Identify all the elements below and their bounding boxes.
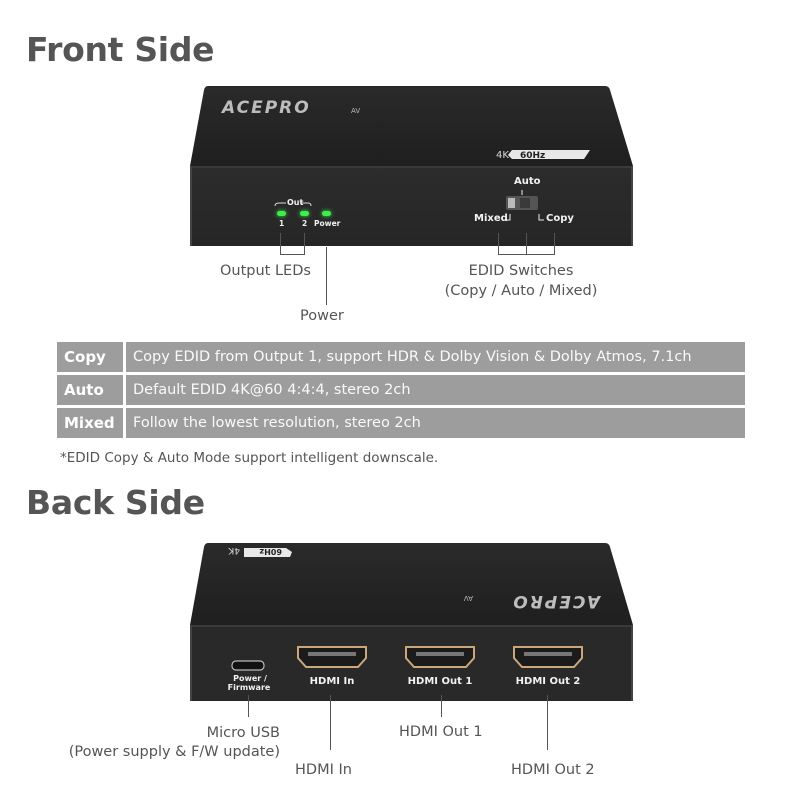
description-cell: Follow the lowest resolution, stereo 2ch <box>126 408 745 438</box>
leader-line-led1 <box>280 233 281 255</box>
led-label-power: Power <box>314 219 341 228</box>
callout-output-leds: Output LEDs <box>220 263 311 279</box>
table-row: Auto Default EDID 4K@60 4:4:4, stereo 2c… <box>57 375 745 405</box>
hdmi-port-shapes <box>297 646 583 668</box>
svg-text:4K: 4K <box>496 150 509 161</box>
leader-line-mixed <box>498 233 499 255</box>
led-label-1: 1 <box>279 219 285 228</box>
edid-mode-table: Copy Copy EDID from Output 1, support HD… <box>57 342 745 441</box>
led-power <box>322 211 331 216</box>
callout-edid-line2: (Copy / Auto / Mixed) <box>444 283 598 299</box>
front-side-heading: Front Side <box>26 30 215 69</box>
svg-text:ACEPRO: ACEPRO <box>511 591 602 611</box>
leader-line-hdmi-in <box>330 695 331 750</box>
port-label-usb-line2: Firmware <box>227 683 271 692</box>
switch-label-copy: Copy <box>546 213 574 224</box>
svg-text:4K: 4K <box>227 545 240 555</box>
leader-line-power <box>326 247 327 305</box>
micro-usb-port[interactable] <box>230 659 266 672</box>
port-label-hdmi-out1: HDMI Out 1 <box>407 676 473 687</box>
back-device-body: 4K 60Hz ACEPRO AV <box>190 543 633 701</box>
callout-edid-line1: EDID Switches <box>468 263 574 279</box>
svg-text:AV: AV <box>464 594 473 602</box>
edid-switch[interactable] <box>505 194 540 212</box>
svg-text:60Hz: 60Hz <box>259 547 282 556</box>
description-cell: Default EDID 4K@60 4:4:4, stereo 2ch <box>126 375 745 405</box>
switch-label-mixed: Mixed <box>474 213 508 224</box>
front-device: ACEPRO AV 4K 60Hz Out 1 2 Power Auto Mix… <box>0 0 800 260</box>
port-label-hdmi-out2: HDMI Out 2 <box>515 676 581 687</box>
hdmi-out1-port[interactable] <box>405 646 475 668</box>
led-output-2 <box>300 211 309 216</box>
leader-line-hdmi-out1 <box>441 695 442 717</box>
out-group-label: Out <box>287 198 304 207</box>
leader-line-usb <box>248 695 249 717</box>
mode-cell: Auto <box>57 375 123 405</box>
description-cell: Copy EDID from Output 1, support HDR & D… <box>126 342 745 372</box>
hdmi-out2-port[interactable] <box>513 646 583 668</box>
callout-micro-usb-line1: Micro USB <box>206 725 280 741</box>
callout-power: Power <box>300 308 344 324</box>
table-row: Copy Copy EDID from Output 1, support HD… <box>57 342 745 372</box>
leader-line-hdmi-out2 <box>547 695 548 750</box>
leader-bracket-edid <box>498 254 555 255</box>
port-label-usb-line1: Power / <box>233 674 267 683</box>
callout-hdmi-out1: HDMI Out 1 <box>399 724 483 740</box>
mode-cell: Mixed <box>57 408 123 438</box>
back-side-heading: Back Side <box>26 483 205 522</box>
callout-hdmi-in: HDMI In <box>295 762 352 778</box>
front-device-body: ACEPRO AV 4K 60Hz <box>190 86 633 246</box>
port-label-hdmi-in: HDMI In <box>309 676 355 687</box>
leader-line-auto <box>526 233 527 255</box>
callout-hdmi-out2: HDMI Out 2 <box>511 762 595 778</box>
svg-text:AV: AV <box>351 107 360 115</box>
table-row: Mixed Follow the lowest resolution, ster… <box>57 408 745 438</box>
led-label-2: 2 <box>302 219 308 228</box>
back-device: 4K 60Hz ACEPRO AV Power / Firmware HDMI … <box>0 530 800 710</box>
edid-footnote: *EDID Copy & Auto Mode support intellige… <box>60 450 439 466</box>
svg-text:ACEPRO: ACEPRO <box>220 98 311 118</box>
hdmi-in-port[interactable] <box>297 646 367 668</box>
leader-line-led2 <box>304 233 305 255</box>
led-output-1 <box>277 211 286 216</box>
leader-line-copy <box>554 233 555 255</box>
switch-label-auto: Auto <box>514 176 541 187</box>
callout-micro-usb-line2: (Power supply & F/W update) <box>68 744 280 760</box>
leader-bracket-leds <box>280 254 305 255</box>
mode-cell: Copy <box>57 342 123 372</box>
svg-text:60Hz: 60Hz <box>520 151 545 161</box>
